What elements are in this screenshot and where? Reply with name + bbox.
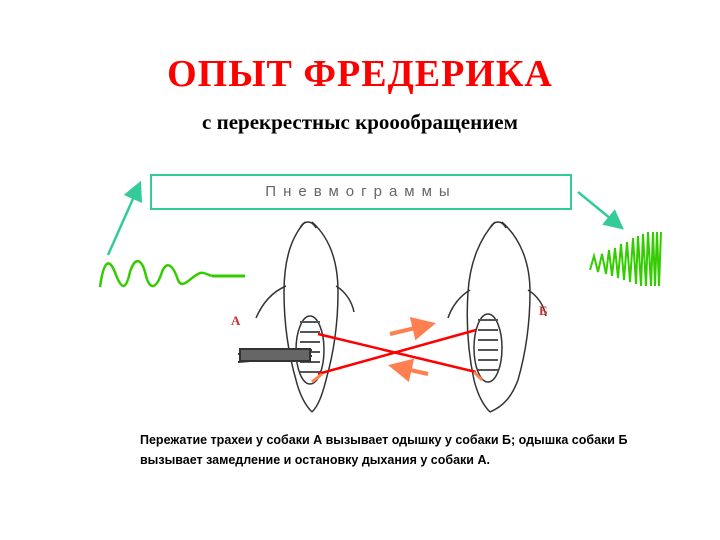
dog-b-label: Б (539, 303, 548, 319)
flow-arrow-a-out (312, 374, 322, 382)
right-arrow (578, 192, 622, 228)
caption-line-2: вызывает замедление и остановку дыхания … (140, 450, 640, 470)
left-pneumogram-wave (100, 261, 212, 287)
flow-arrow-bottom (392, 366, 428, 374)
dog-b-figure (448, 222, 546, 412)
flow-arrow-top (390, 324, 432, 334)
right-pneumogram-wave (590, 232, 661, 286)
tracheal-clamp (238, 349, 312, 362)
left-arrow (108, 183, 140, 255)
caption-text: Пережатие трахеи у собаки А вызывает оды… (140, 430, 640, 470)
dog-a-figure (256, 222, 354, 412)
dog-a-label: А (231, 313, 240, 329)
caption-line-1: Пережатие трахеи у собаки А вызывает оды… (140, 430, 640, 450)
